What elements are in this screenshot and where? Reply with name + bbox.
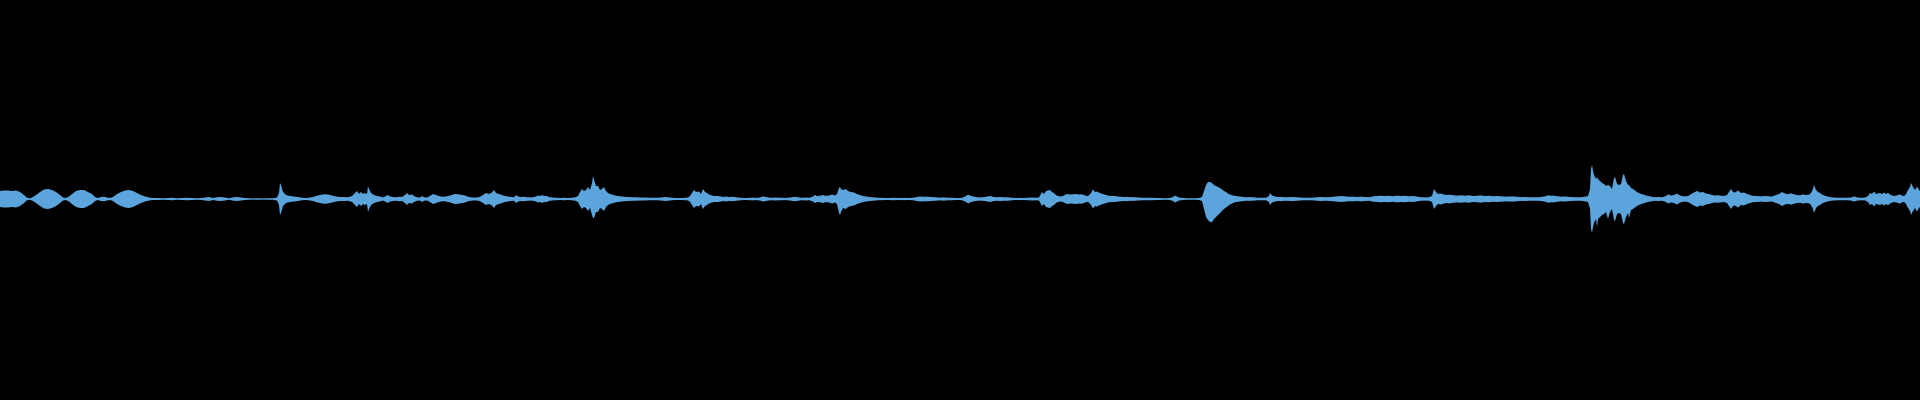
waveform-path[interactable] bbox=[0, 165, 1920, 233]
